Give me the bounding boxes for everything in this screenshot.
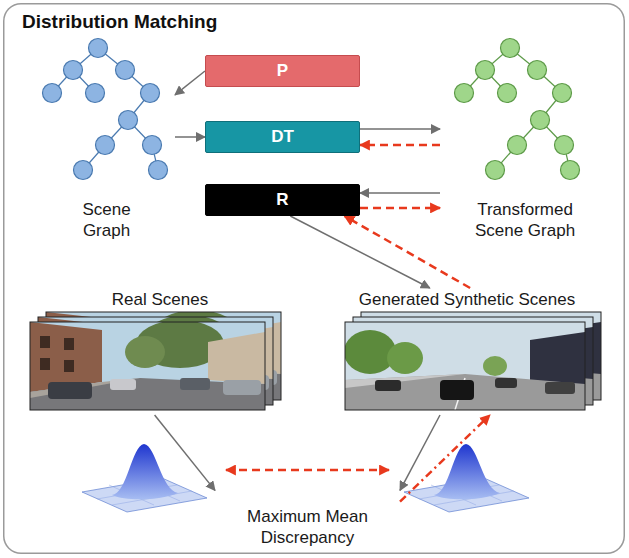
gradient-arrow [400,415,490,502]
image-group: Generated Synthetic Scenes [312,288,622,415]
gradient-arrow [360,207,440,210]
gradient-arrow [345,216,471,288]
scene-graph-group: Scene Graph [38,38,175,245]
flow-arrow [400,415,440,490]
group-label: Maximum Mean Discrepancy [215,507,400,548]
process-box: P [205,55,360,87]
box-label: DT [271,127,294,147]
panel-frame: Distribution MatchingScene Graph P DT Trans… [3,3,625,554]
box-label: P [277,61,288,81]
box-label: R [276,190,288,210]
process-box: R [205,184,360,216]
synthetic-image-stack [344,312,601,410]
blue-tree [43,39,168,180]
flow-arrow [175,71,205,95]
panel-title: Distribution Matching [22,11,217,33]
group-label: Transformed Scene Graph [459,200,591,241]
distribution-group: Maximum Mean Discrepancy [215,440,400,552]
group-label: Real Scenes [112,290,208,310]
group-label: Scene Graph [71,200,143,241]
real-distribution [82,444,207,512]
image-group: Real Scenes [25,288,295,415]
flow-arrow [155,415,215,490]
real-image-stack [30,310,281,410]
process-box: DT [205,121,360,153]
flow-arrow [175,136,205,138]
flow-arrow [360,128,440,130]
scene-graph-group: Transformed Scene Graph [440,38,610,245]
green-tree [455,39,580,180]
mmd-gradient-arrow [226,469,389,472]
synthetic-distribution [404,444,529,512]
group-label: Generated Synthetic Scenes [359,290,575,310]
flow-arrow [360,192,440,194]
gradient-arrow [360,144,440,147]
